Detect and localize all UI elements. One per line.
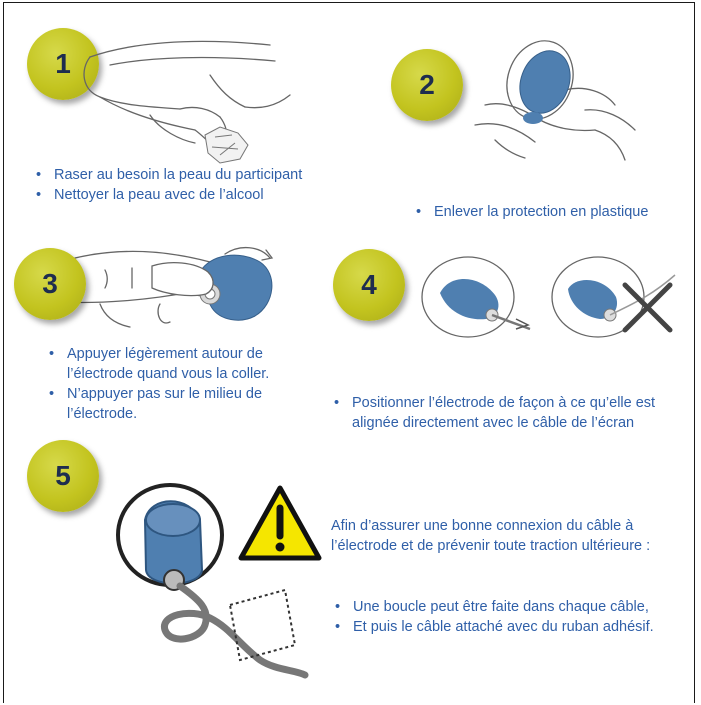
step-5-bullet-1: Une boucle peut être faite dans chaque c… <box>331 597 696 617</box>
step-1-text: Raser au besoin la peau du participant N… <box>32 165 332 205</box>
step-2-bullet-1: Enlever la protection en plastique <box>412 202 692 222</box>
step-5-text: Une boucle peut être faite dans chaque c… <box>331 597 696 637</box>
step-3-bullet-2: N’appuyer pas sur le milieu de l’électro… <box>45 384 330 424</box>
warning-triangle-icon <box>238 485 322 561</box>
hand-peeling-icon <box>474 40 636 161</box>
step-1-badge: 1 <box>27 28 99 100</box>
step-2-text: Enlever la protection en plastique <box>412 202 692 222</box>
step-5-number: 5 <box>55 460 71 491</box>
step-3-number: 3 <box>42 268 58 299</box>
instruction-frame <box>3 2 695 703</box>
step-3-bullet-1: Appuyer légèrement autour de l’électrode… <box>45 344 330 384</box>
step-4-bullet-1: Positionner l’électrode de façon à ce qu… <box>330 393 700 433</box>
step-2-badge: 2 <box>391 49 463 121</box>
step-2-number: 2 <box>419 69 435 100</box>
electrode-loop-icon <box>116 483 309 679</box>
step-1-number: 1 <box>55 48 71 79</box>
step-1-bullet-2: Nettoyer la peau avec de l’alcool <box>32 185 332 205</box>
electrode-alignment-icon <box>421 256 676 338</box>
step-4-number: 4 <box>361 269 377 300</box>
thumb-pressing-icon <box>59 247 274 328</box>
step-1-bullet-1: Raser au besoin la peau du participant <box>32 165 332 185</box>
step-3-badge: 3 <box>14 248 86 320</box>
step-4-text: Positionner l’électrode de façon à ce qu… <box>330 393 700 433</box>
step-5-badge: 5 <box>27 440 99 512</box>
hand-wiping-icon <box>83 40 291 164</box>
step-4-badge: 4 <box>333 249 405 321</box>
step-3-text: Appuyer légèrement autour de l’électrode… <box>45 344 330 424</box>
step-5-bullet-2: Et puis le câble attaché avec du ruban a… <box>331 617 696 637</box>
step-5-intro: Afin d’assurer une bonne connexion du câ… <box>331 518 651 554</box>
